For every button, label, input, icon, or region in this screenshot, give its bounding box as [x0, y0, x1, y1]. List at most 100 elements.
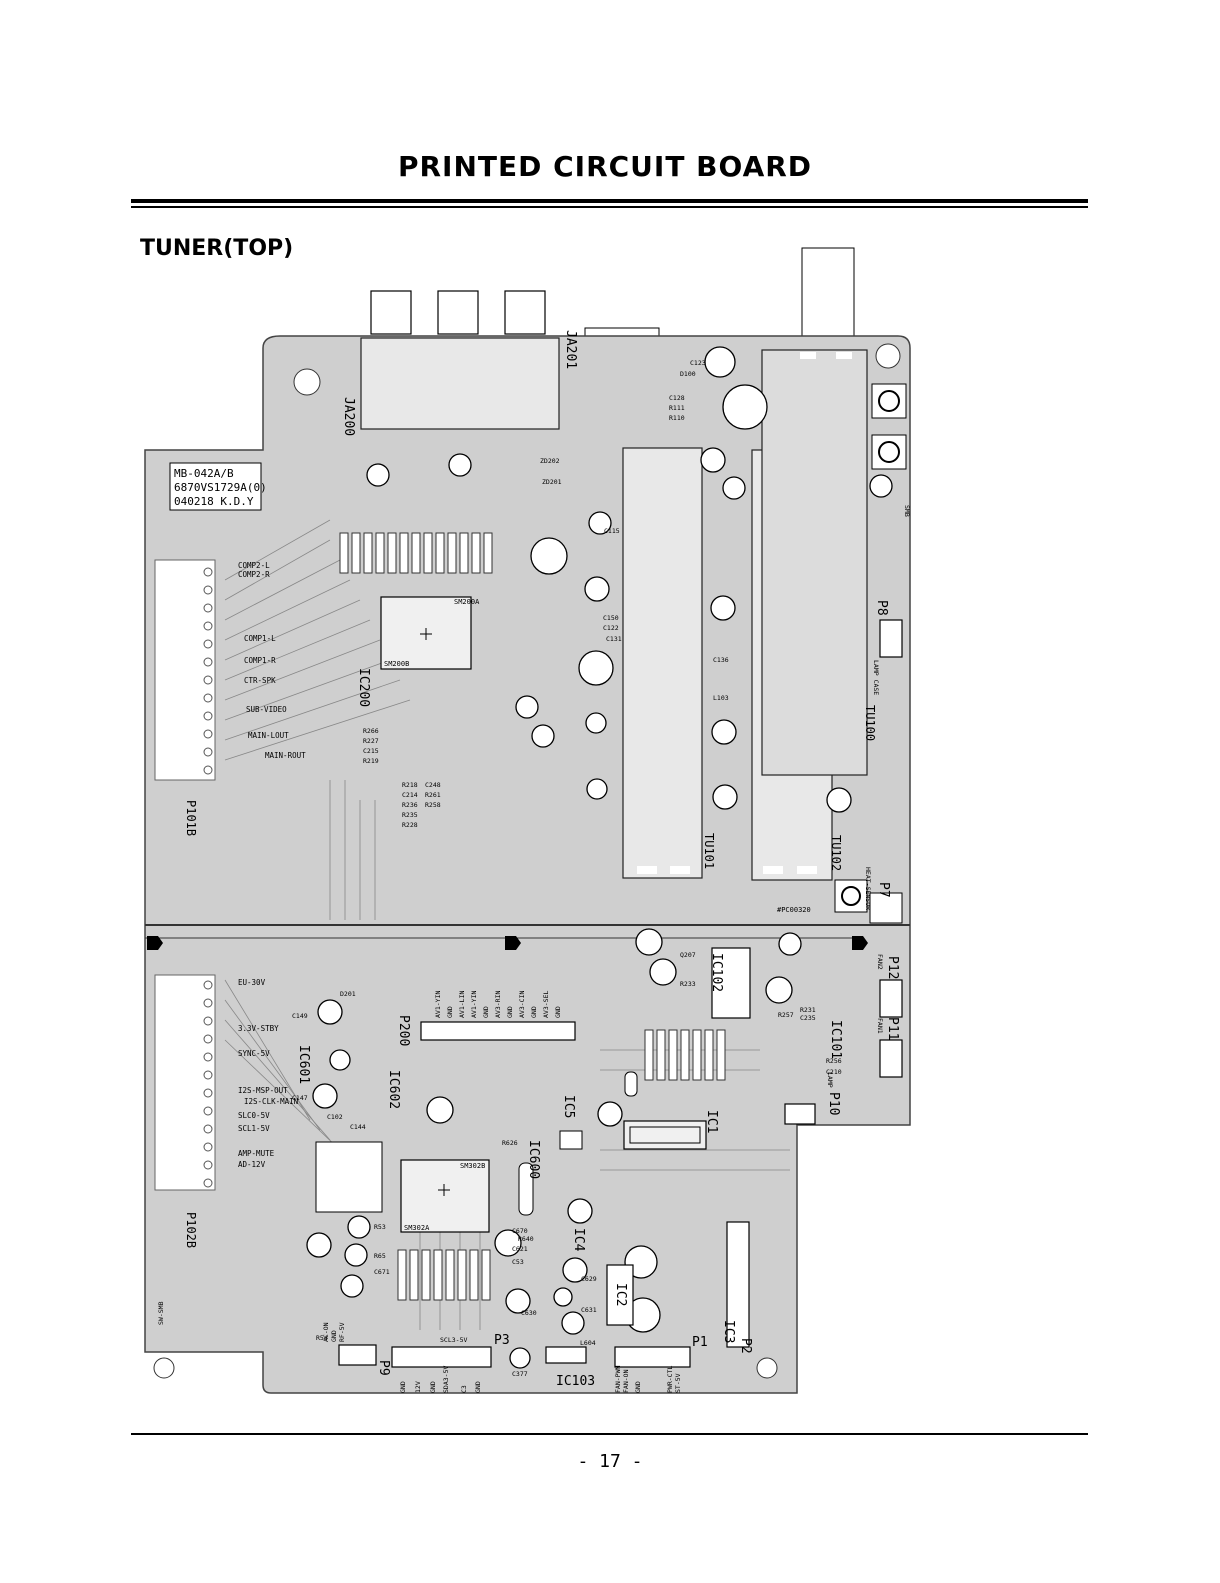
- svg-text:GND: GND: [474, 1381, 482, 1393]
- svg-text:AV3-CIN: AV3-CIN: [518, 991, 526, 1018]
- p9-connector: [338, 1344, 377, 1366]
- ic200-label: IC200: [356, 668, 371, 707]
- antenna-connector-outline: [801, 247, 855, 351]
- svg-text:AC-ON: AC-ON: [322, 1322, 330, 1342]
- svg-text:R626: R626: [502, 1139, 518, 1147]
- svg-text:R640: R640: [518, 1235, 534, 1243]
- mount-hole: [875, 343, 901, 369]
- svg-text:C102: C102: [327, 1113, 343, 1121]
- tuner-tab: [670, 866, 690, 874]
- board-id-line-3: 040218 K.D.Y: [174, 495, 254, 508]
- ja200-label: JA200: [341, 397, 356, 436]
- header-rule-thin: [131, 206, 1088, 208]
- ic103-label: IC103: [556, 1374, 595, 1389]
- p2-label: P2: [738, 1338, 753, 1354]
- resistor-array-bottom: [397, 1029, 726, 1301]
- p10-label: P10: [826, 1092, 841, 1115]
- svg-text:ST-5V: ST-5V: [674, 1373, 682, 1393]
- section-title: TUNER(TOP): [140, 236, 294, 261]
- svg-text:AV1-YIN: AV1-YIN: [434, 991, 442, 1018]
- p101b-pins: [203, 567, 213, 775]
- p101b-edge: [154, 559, 216, 781]
- svg-text:C53: C53: [512, 1258, 524, 1266]
- svg-text:GND: GND: [330, 1330, 338, 1342]
- svg-text:12V: 12V: [414, 1381, 422, 1393]
- p8-label: P8: [874, 600, 889, 616]
- svg-text:GND: GND: [446, 1006, 454, 1018]
- svg-text:C215: C215: [363, 747, 379, 755]
- svg-text:C214: C214: [402, 791, 418, 799]
- lamp-case-label: LAMP CASE: [872, 660, 880, 695]
- footer-rule: [131, 1433, 1088, 1435]
- svg-text:C144: C144: [350, 1123, 366, 1131]
- svg-text:PWR-CTL: PWR-CTL: [666, 1366, 674, 1393]
- svg-text:C123: C123: [690, 359, 706, 367]
- signal-label: SYNC-5V: [238, 1049, 270, 1058]
- svg-text:R258: R258: [425, 801, 441, 809]
- svg-text:ZD201: ZD201: [542, 478, 562, 486]
- ic1-inner: [629, 1126, 701, 1144]
- page-number: - 17 -: [577, 1451, 643, 1472]
- svg-text:R257: R257: [778, 1011, 794, 1019]
- p12-label: P12: [885, 956, 900, 979]
- board-id-line-1: MB-042A/B: [174, 467, 234, 480]
- svg-text:C377: C377: [512, 1370, 528, 1378]
- ic5-part: [559, 1130, 583, 1150]
- ic1-chip: [623, 1120, 707, 1150]
- rca-jack-2: [437, 290, 479, 335]
- svg-text:R261: R261: [425, 791, 441, 799]
- svg-text:D201: D201: [340, 990, 356, 998]
- p3-connector: [391, 1346, 492, 1368]
- signal-label: CTR-SPK: [244, 676, 276, 685]
- fan2-label: FAN2: [876, 954, 884, 970]
- svg-text:L604: L604: [580, 1339, 596, 1347]
- tu102-label: TU102: [829, 835, 843, 871]
- p7-label: P7: [876, 882, 891, 898]
- p10-connector: [784, 1103, 816, 1125]
- svg-text:R218: R218: [402, 781, 418, 789]
- ic600-chip: [400, 1159, 490, 1233]
- tuner-tab: [763, 866, 783, 874]
- p1-label: P1: [692, 1335, 708, 1350]
- svg-text:GND: GND: [530, 1006, 538, 1018]
- pcb-traces: [224, 519, 790, 1330]
- p102b-pins: [203, 980, 213, 1188]
- crystal-x1: [624, 1071, 638, 1097]
- svg-text:AV1-YIN: AV1-YIN: [470, 991, 478, 1018]
- mount-hole: [153, 1357, 175, 1379]
- p12-connector: [879, 979, 903, 1018]
- svg-text:ZD202: ZD202: [540, 457, 560, 465]
- svg-text:FAN-ON: FAN-ON: [622, 1369, 630, 1393]
- tuner-tab: [800, 352, 816, 359]
- rca-jack-3: [504, 290, 546, 335]
- svg-text:C136: C136: [713, 656, 729, 664]
- svg-text:R110: R110: [669, 414, 685, 422]
- split-arrow-left: [147, 936, 163, 950]
- signal-label: 3.3V-STBY: [238, 1024, 279, 1033]
- p1-connector: [614, 1346, 691, 1368]
- ic1-label: IC1: [704, 1110, 719, 1133]
- svg-text:C210: C210: [826, 1068, 842, 1076]
- component-labels: C123 D100 C128 R111 R110 C115 C150 C122 …: [292, 359, 842, 1378]
- signal-label: EU-30V: [238, 978, 266, 987]
- svg-text:R256: R256: [826, 1057, 842, 1065]
- svg-text:C248: C248: [425, 781, 441, 789]
- svg-text:C149: C149: [292, 1012, 308, 1020]
- p9-label: P9: [376, 1360, 391, 1376]
- ic4-label: IC4: [571, 1228, 586, 1252]
- split-arrow-right: [852, 936, 868, 950]
- svg-text:C122: C122: [603, 624, 619, 632]
- svg-text:C629: C629: [581, 1275, 597, 1283]
- svg-text:C670: C670: [512, 1227, 528, 1235]
- svg-text:R54: R54: [316, 1334, 328, 1342]
- p3-label: P3: [494, 1333, 510, 1348]
- signal-label: I2S-MSP-OUT: [238, 1086, 288, 1095]
- sm200a-label: SM200A: [454, 598, 480, 606]
- p2-connector: [726, 1221, 750, 1348]
- svg-text:GND: GND: [399, 1381, 407, 1393]
- sm302a-label: SM302A: [404, 1224, 430, 1232]
- svg-text:AV3-RIN: AV3-RIN: [494, 991, 502, 1018]
- svg-text:GND: GND: [482, 1006, 490, 1018]
- svg-text:C235: C235: [800, 1014, 816, 1022]
- signal-label: AD-12V: [238, 1160, 266, 1169]
